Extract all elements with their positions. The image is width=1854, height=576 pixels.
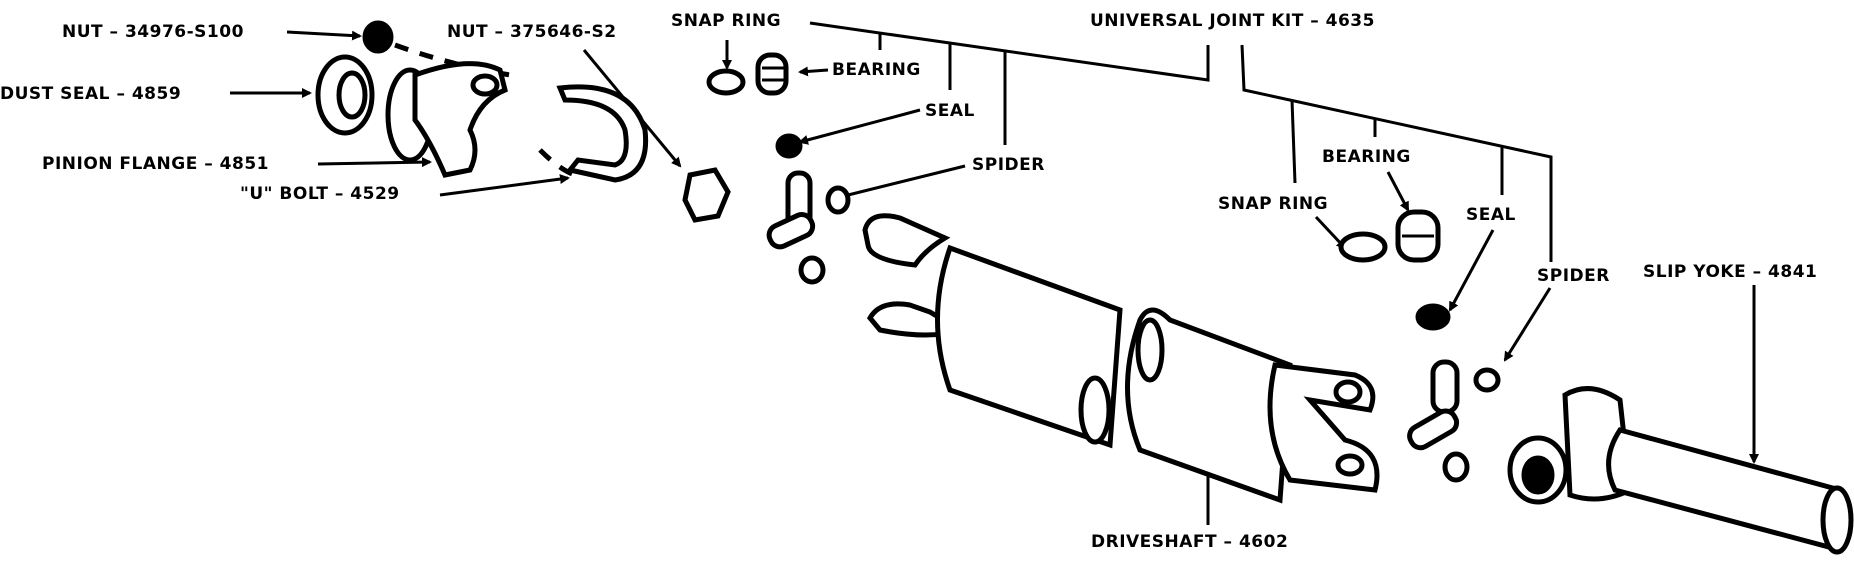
label-nut-34976: NUT – 34976-S100 (62, 22, 244, 42)
leader-bearing-1 (798, 66, 829, 77)
snap-ring-1-part (706, 68, 746, 96)
u-bolt-part (556, 84, 649, 183)
leader-spider-2 (1503, 287, 1552, 362)
leader-pinion-flange (317, 157, 432, 168)
label-nut-375646: NUT – 375646-S2 (447, 22, 617, 42)
leader-u-bolt (439, 174, 570, 197)
label-snap-ring-1: SNAP RING (671, 11, 782, 31)
bearing-1-part (755, 52, 789, 96)
driveshaft-rear-part (1125, 307, 1380, 504)
nut-34976-part (362, 20, 394, 54)
label-pinion-flange: PINION FLANGE – 4851 (42, 154, 269, 174)
label-seal-1: SEAL (925, 101, 975, 121)
label-dust-seal: DUST SEAL – 4859 (0, 84, 182, 104)
bearing-2-part (1395, 209, 1441, 263)
label-driveshaft: DRIVESHAFT – 4602 (1091, 532, 1289, 552)
label-bearing-2: BEARING (1322, 147, 1411, 167)
seal-1-part (775, 133, 803, 159)
label-u-bolt: "U" BOLT – 4529 (240, 184, 400, 204)
leader-seal-2 (1448, 229, 1495, 312)
label-snap-ring-2: SNAP RING (1218, 194, 1329, 214)
leader-nut-34976 (286, 30, 362, 41)
leader-seal-1 (798, 108, 921, 145)
nut-375646-part (682, 167, 731, 223)
dust-seal-part (315, 54, 375, 136)
spider-1-part (766, 170, 851, 285)
driveshaft-front-part (862, 213, 1123, 449)
leader-spider-1 (838, 164, 966, 200)
spider-2-part (1407, 359, 1501, 483)
label-seal-2: SEAL (1466, 205, 1516, 225)
kit-bracket (809, 21, 1553, 262)
label-slip-yoke: SLIP YOKE – 4841 (1643, 262, 1818, 282)
label-u-joint-kit: UNIVERSAL JOINT KIT – 4635 (1090, 11, 1375, 31)
seal-2-part (1415, 303, 1451, 331)
leader-bearing-2 (1386, 171, 1410, 212)
snap-ring-2-part (1338, 231, 1388, 263)
pinion-flange-part (385, 61, 508, 178)
parts (315, 20, 1854, 555)
label-spider-2: SPIDER (1537, 266, 1610, 286)
label-bearing-1: BEARING (832, 60, 921, 80)
slip-yoke-part (1507, 386, 1854, 555)
label-spider-1: SPIDER (972, 155, 1045, 175)
